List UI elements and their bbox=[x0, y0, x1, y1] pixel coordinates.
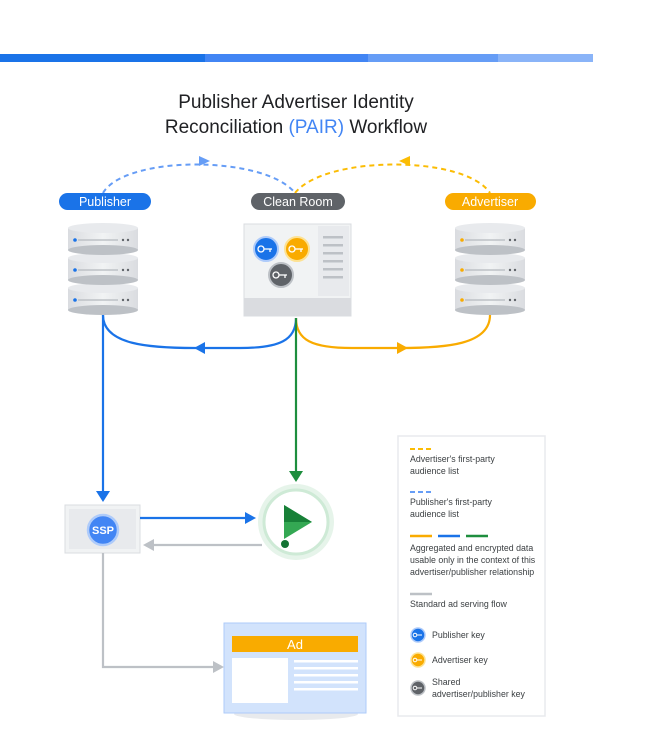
title-line-2-end: Workflow bbox=[344, 117, 427, 138]
legend-publisher-list: Publisher's first-party audience list bbox=[410, 491, 494, 519]
legend-aggregated-line-3: advertiser/publisher relationship bbox=[410, 567, 534, 577]
publisher-list-arrowhead bbox=[199, 156, 210, 166]
orange-curve-arrowhead bbox=[397, 342, 408, 354]
legend-aggregated-line-2: usable only in the context of this bbox=[410, 555, 536, 565]
legend-publisher-list-text: Publisher's first-party audience list bbox=[410, 497, 494, 519]
legend-advertiser-list-text: Advertiser's first-party audience list bbox=[410, 454, 497, 476]
ad-card: Ad bbox=[223, 622, 367, 720]
publisher-key-icon bbox=[410, 627, 426, 643]
publisher-to-ssp-arrowhead bbox=[96, 491, 110, 502]
clean-room-pill: Clean Room bbox=[251, 193, 345, 210]
clean-room-shared-key-icon bbox=[268, 262, 294, 288]
legend-advertiser-list: Advertiser's first-party audience list bbox=[410, 448, 497, 476]
legend-standard-flow-text: Standard ad serving flow bbox=[410, 599, 507, 609]
ssp-to-player-arrowhead bbox=[245, 512, 256, 524]
publisher-label: Publisher bbox=[79, 195, 131, 209]
legend-shared-key: Shared advertiser/publisher key bbox=[410, 677, 526, 699]
publisher-database-icon bbox=[68, 223, 138, 315]
legend-standard-flow: Standard ad serving flow bbox=[410, 592, 507, 609]
ssp-to-ad-gray-line bbox=[101, 553, 214, 669]
advertiser-key-icon bbox=[410, 652, 426, 668]
clean-room-publisher-key-icon bbox=[253, 236, 279, 262]
clean-room-label: Clean Room bbox=[263, 195, 332, 209]
blue-curve-arrowhead bbox=[194, 342, 205, 354]
legend-publisher-key-text: Publisher key bbox=[432, 630, 485, 640]
publisher-to-cleanroom-blue-curve bbox=[101, 314, 298, 350]
advertiser-list-arrowhead bbox=[399, 156, 410, 166]
legend-shared-key-line-2: advertiser/publisher key bbox=[432, 689, 526, 699]
advertiser-list-dashed-arc bbox=[294, 163, 491, 194]
ad-label: Ad bbox=[287, 637, 303, 652]
cleanroom-to-player-arrowhead bbox=[289, 471, 303, 482]
advertiser-database-icon bbox=[455, 223, 525, 315]
legend-advertiser-list-line-2: audience list bbox=[410, 466, 459, 476]
publisher-list-dashed-arc bbox=[102, 163, 296, 194]
legend-advertiser-key: Advertiser key bbox=[410, 652, 488, 668]
legend-advertiser-key-text: Advertiser key bbox=[432, 655, 488, 665]
title-line-2-start: Reconciliation bbox=[165, 117, 289, 138]
legend-publisher-list-line-1: Publisher's first-party bbox=[410, 497, 492, 507]
play-icon bbox=[258, 484, 334, 560]
legend-shared-key-line-1: Shared bbox=[432, 677, 460, 687]
advertiser-to-cleanroom-orange-curve bbox=[294, 314, 492, 350]
title-line-1: Publisher Advertiser Identity bbox=[178, 92, 414, 113]
title-line-2: Reconciliation (PAIR) Workflow bbox=[165, 117, 428, 138]
ssp-to-ad-arrowhead bbox=[213, 661, 224, 673]
advertiser-pill: Advertiser bbox=[445, 193, 536, 210]
legend-aggregated-text: Aggregated and encrypted data usable onl… bbox=[410, 543, 538, 577]
advertiser-label: Advertiser bbox=[462, 195, 518, 209]
legend-panel: Advertiser's first-party audience list P… bbox=[397, 435, 546, 717]
ssp-box: SSP bbox=[64, 504, 141, 554]
player-to-ssp-arrowhead bbox=[143, 539, 154, 551]
shared-key-icon bbox=[410, 680, 426, 696]
legend-publisher-key: Publisher key bbox=[410, 627, 485, 643]
top-accent-bar bbox=[0, 54, 593, 62]
clean-room-advertiser-key-icon bbox=[284, 236, 310, 262]
legend-shared-key-text: Shared advertiser/publisher key bbox=[432, 677, 526, 699]
legend-advertiser-list-line-1: Advertiser's first-party bbox=[410, 454, 495, 464]
legend-aggregated-line-1: Aggregated and encrypted data bbox=[410, 543, 533, 553]
ssp-label: SSP bbox=[92, 525, 114, 537]
legend-publisher-list-line-2: audience list bbox=[410, 509, 459, 519]
publisher-pill: Publisher bbox=[59, 193, 151, 210]
title-pair-highlight: (PAIR) bbox=[288, 117, 344, 138]
legend-aggregated: Aggregated and encrypted data usable onl… bbox=[410, 534, 538, 577]
